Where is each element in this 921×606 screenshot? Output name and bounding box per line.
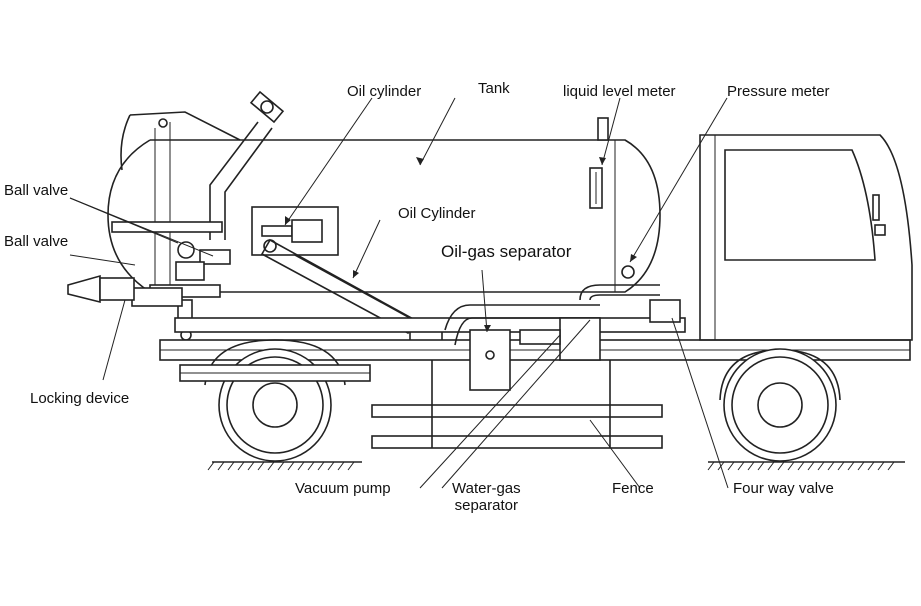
label-oil-gas-separator: Oil-gas separator bbox=[441, 242, 572, 261]
water-gas-separator-part bbox=[519, 317, 601, 361]
label-liquid-level-meter: liquid level meter bbox=[563, 83, 676, 100]
label-pressure-meter: Pressure meter bbox=[727, 83, 830, 100]
label-water-gas-separator: Water-gas separator bbox=[452, 480, 521, 514]
label-oil-cylinder-mid: Oil Cylinder bbox=[398, 205, 476, 222]
label-locking-device: Locking device bbox=[30, 390, 130, 407]
piping bbox=[444, 265, 681, 346]
label-oil-cylinder-top: Oil cylinder bbox=[347, 83, 422, 100]
leader-lines bbox=[69, 97, 729, 489]
label-vacuum-pump: Vacuum pump bbox=[295, 480, 391, 497]
label-ball-valve-1: Ball valve bbox=[4, 182, 69, 199]
label-fence: Fence bbox=[612, 480, 654, 497]
diagonal-oil-cylinder bbox=[260, 238, 443, 351]
label-tank: Tank bbox=[478, 80, 510, 97]
tank-body bbox=[107, 111, 661, 300]
label-four-way-valve: Four way valve bbox=[733, 480, 834, 497]
label-water-gas-separator-line1: Water-gas bbox=[452, 480, 521, 497]
suction-pipe bbox=[209, 90, 285, 240]
liquid-level-meter-part bbox=[589, 117, 609, 209]
cab bbox=[699, 134, 913, 341]
oil-gas-separator-part bbox=[469, 329, 511, 391]
fence-part bbox=[371, 360, 663, 449]
chassis bbox=[159, 317, 911, 361]
ground bbox=[207, 461, 905, 471]
label-ball-valve-2: Ball valve bbox=[4, 233, 69, 250]
label-water-gas-separator-line2: separator bbox=[454, 497, 518, 514]
rear-assembly bbox=[67, 221, 231, 341]
front-wheel bbox=[719, 348, 841, 462]
oil-cylinder-box bbox=[251, 206, 339, 256]
rear-wheel bbox=[179, 339, 371, 462]
